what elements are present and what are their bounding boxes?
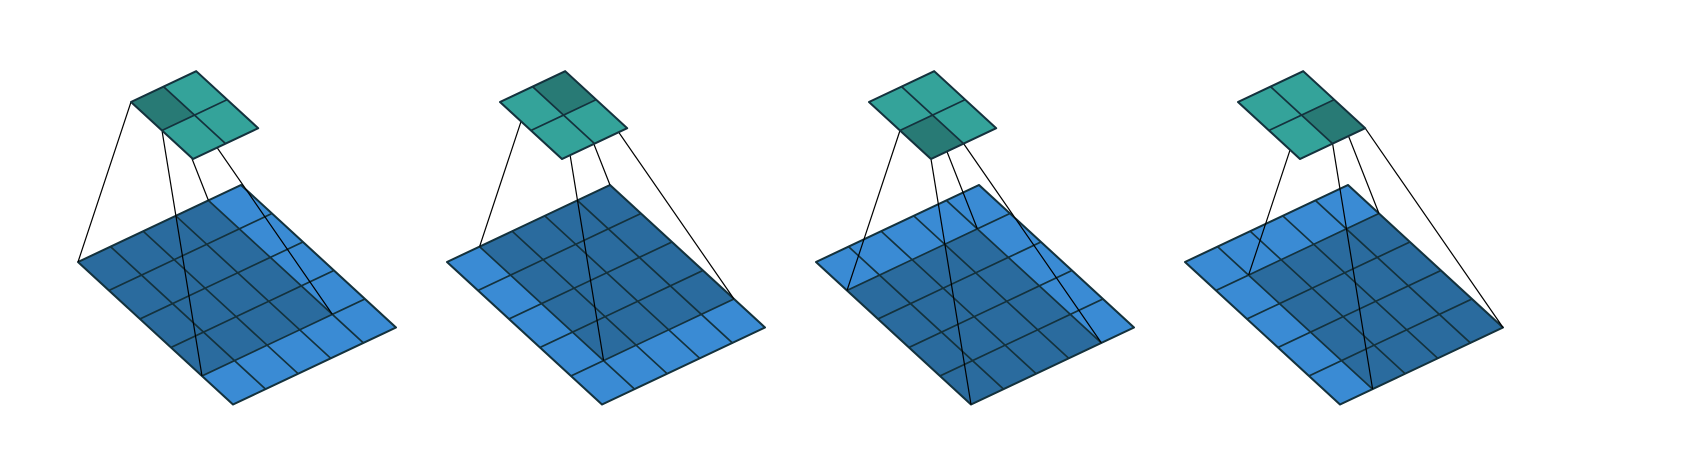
output-grid-border — [1237, 70, 1367, 160]
output-grid-border — [499, 70, 629, 160]
step-panel-2 — [446, 70, 766, 406]
step-panel-4 — [1184, 70, 1504, 406]
projection-line-1 — [846, 130, 901, 291]
output-grid — [1237, 70, 1367, 160]
input-grid — [77, 184, 397, 406]
projection-line-4 — [930, 158, 972, 405]
projection-line-4 — [161, 130, 203, 377]
step-panel-1 — [77, 70, 397, 406]
input-grid-border — [446, 184, 766, 406]
projection-line-4 — [1332, 143, 1374, 390]
output-grid — [130, 70, 260, 160]
output-grid — [499, 70, 629, 160]
output-grid-border — [868, 70, 998, 160]
output-grid-border — [130, 70, 260, 160]
input-grid-border — [77, 184, 397, 406]
input-grid — [815, 184, 1135, 406]
projection-line-3 — [1364, 127, 1504, 328]
input-grid — [1184, 184, 1504, 406]
projection-line-3 — [963, 143, 1102, 344]
input-grid-border — [815, 184, 1135, 406]
step-panel-3 — [815, 70, 1135, 406]
output-grid — [868, 70, 998, 160]
input-grid — [446, 184, 766, 406]
projection-line-1 — [77, 101, 132, 263]
